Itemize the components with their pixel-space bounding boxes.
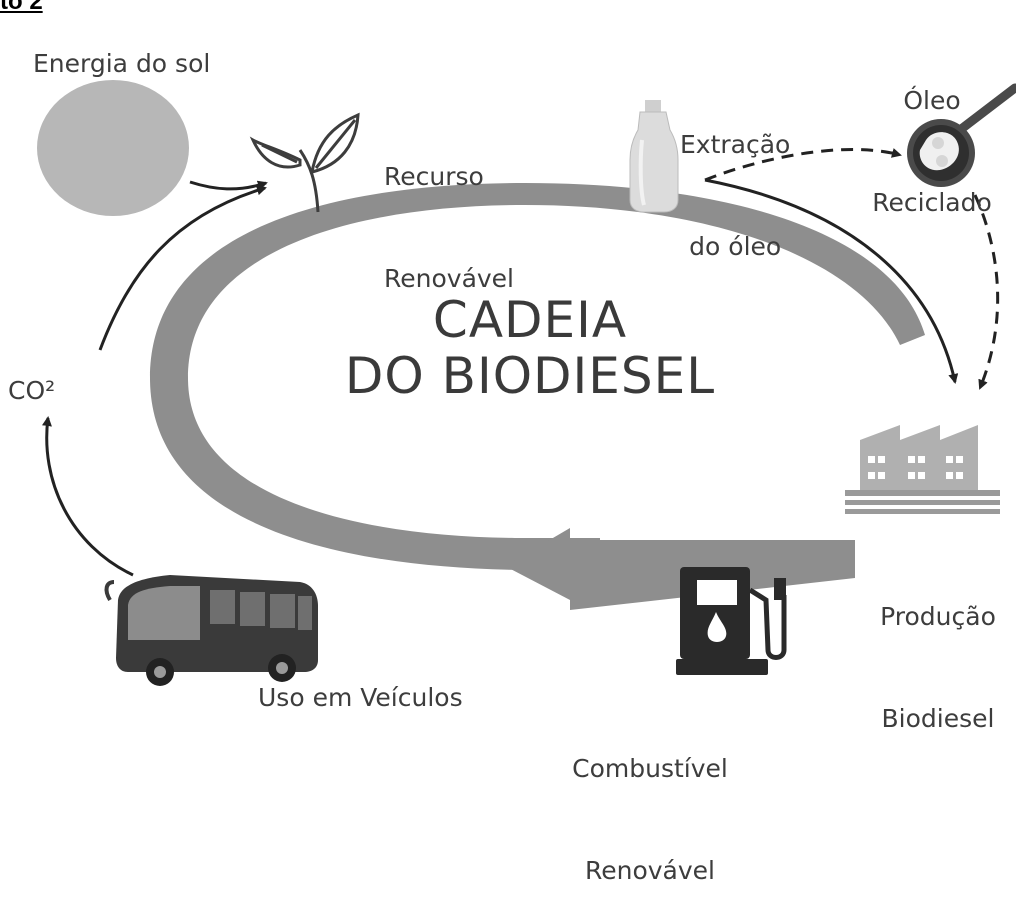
label-extraction-line-1: Extração	[680, 130, 791, 159]
bus-icon	[104, 575, 318, 686]
arrow-sun-to-resource	[189, 180, 268, 191]
label-fuel: Combustível Renovável	[550, 684, 750, 922]
label-vehicles: Uso em Veículos	[258, 683, 463, 712]
fuel-pump-icon	[676, 567, 787, 675]
label-resource: Recurso Renovável	[384, 92, 514, 330]
label-extraction-line-2: do óleo	[689, 232, 782, 261]
label-extraction: Extração do óleo	[680, 60, 790, 298]
arrow-co2-to-resource	[98, 185, 267, 351]
sun-icon	[37, 80, 189, 216]
arrow-bus-to-co2	[42, 416, 134, 577]
diagram-title: CADEIA DO BIODIESEL	[300, 292, 760, 404]
sprout-icon	[249, 112, 360, 213]
label-production-line-1: Produção	[880, 602, 996, 631]
label-co2: CO²	[8, 376, 56, 405]
arrow-recycled-to-production	[973, 194, 1000, 390]
arrow-extraction-to-production	[704, 178, 959, 384]
label-sun: Energia do sol	[33, 49, 211, 78]
section-heading: to 2	[0, 0, 43, 15]
title-line-2: DO BIODIESEL	[344, 347, 716, 405]
label-recycled-line-2: Reciclado	[872, 188, 992, 217]
frying-pan-icon	[907, 83, 1016, 187]
label-fuel-line-1: Combustível	[572, 754, 728, 783]
cycle-arrowhead	[505, 528, 570, 600]
arrow-extraction-to-recycled	[704, 147, 902, 182]
label-resource-line-1: Recurso	[384, 162, 484, 191]
label-fuel-line-2: Renovável	[584, 856, 715, 885]
label-recycled: Óleo Reciclado	[862, 16, 1002, 254]
factory-icon	[845, 425, 1000, 514]
biodiesel-cycle-diagram	[37, 80, 1016, 686]
title-line-1: CADEIA	[432, 291, 628, 349]
label-resource-line-2: Renovável	[384, 264, 515, 293]
label-production-line-2: Biodiesel	[881, 704, 995, 733]
oil-bottle-icon	[629, 100, 679, 213]
label-production: Produção Biodiesel	[872, 532, 1004, 770]
label-recycled-line-1: Óleo	[903, 86, 961, 115]
